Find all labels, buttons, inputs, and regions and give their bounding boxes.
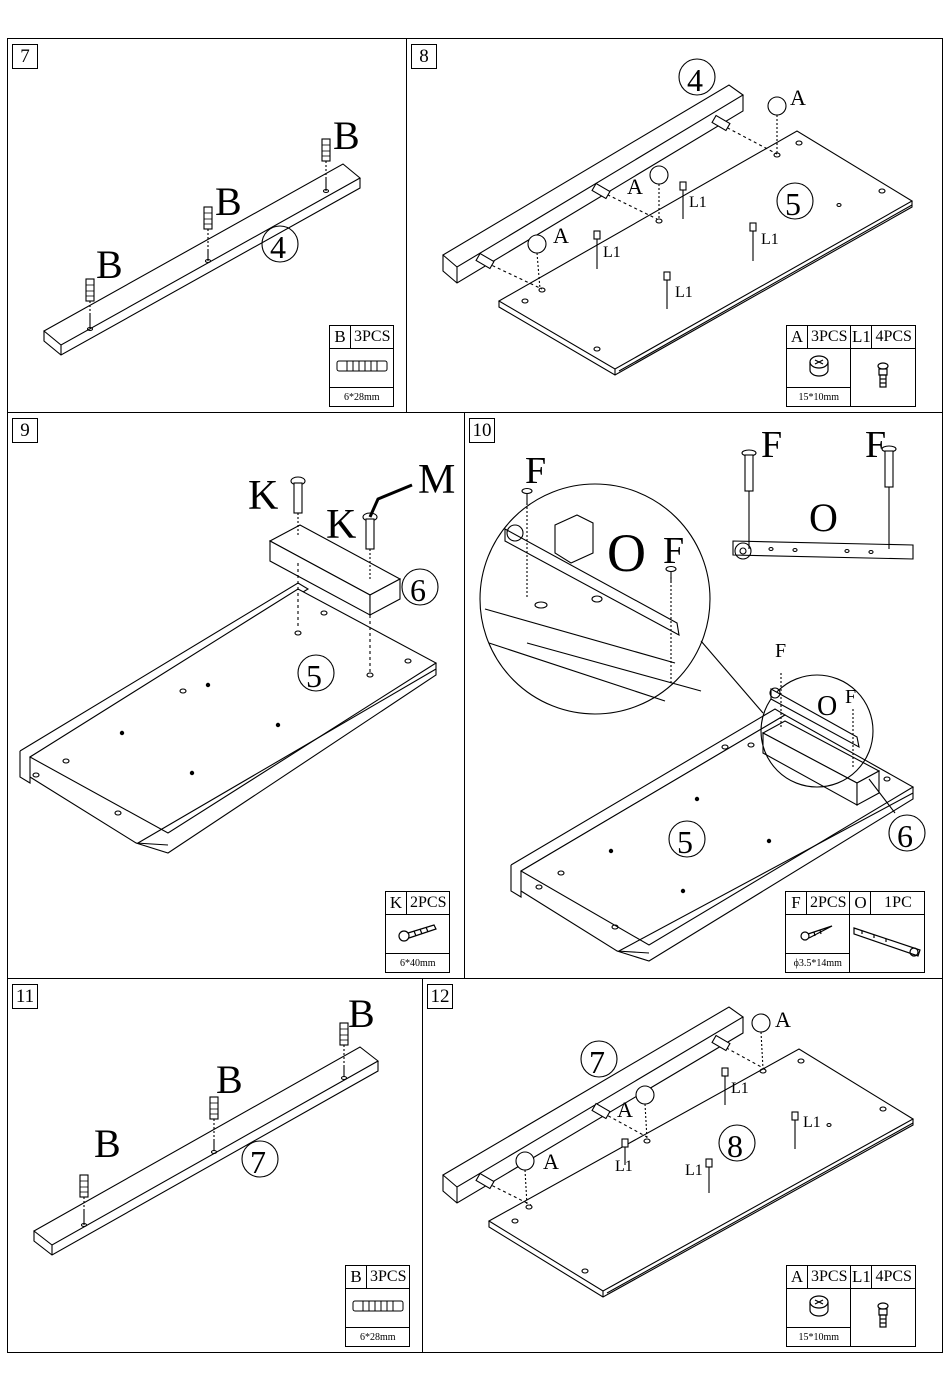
label-screw-f: F [865, 424, 886, 466]
part-qty: 4PCS [872, 326, 915, 349]
label-dowel-b: B [215, 179, 242, 224]
label-part-7: 7 [589, 1044, 605, 1080]
label-dowel-b: B [333, 113, 360, 158]
part-code: B [330, 326, 351, 349]
dowel-icon [346, 1289, 410, 1328]
cam-bolt-icon [851, 349, 915, 407]
step-number: 8 [411, 44, 437, 69]
part-code: A [787, 1266, 808, 1289]
label-bracket-o: O [809, 495, 838, 540]
label-cam-a: A [543, 1149, 559, 1174]
part-code: L1 [851, 1266, 872, 1289]
label-bolt-l1: L1 [731, 1080, 749, 1097]
bolt-icon [386, 915, 450, 954]
label-bolt-l1: L1 [761, 231, 779, 248]
part-size: ϕ3.5*14mm [786, 954, 850, 973]
part-qty: 2PCS [407, 892, 450, 915]
label-bracket-o: O [607, 523, 646, 583]
label-bolt-l1: L1 [689, 194, 707, 211]
step-number: 11 [12, 984, 38, 1009]
step-number: 7 [12, 44, 38, 69]
bracket-icon [850, 915, 925, 973]
parts-table: K 2PCS 6*40mm [385, 891, 450, 973]
label-part-6: 6 [410, 572, 426, 608]
label-bolt-k: K [326, 502, 356, 548]
cam-bolt-icon [851, 1289, 915, 1347]
label-dowel-b: B [348, 991, 375, 1036]
step-number: 9 [12, 418, 38, 443]
part-qty: 4PCS [872, 1266, 915, 1289]
label-screw-f: F [663, 530, 684, 572]
part-code: B [346, 1266, 367, 1289]
label-bolt-l1: L1 [603, 244, 621, 261]
label-part-8: 8 [727, 1128, 743, 1164]
label-part-4: 4 [270, 229, 286, 265]
label-cam-a: A [553, 223, 569, 248]
step-10-panel: F F F F F F O O O 5 6 F 2PCS O 1PC [464, 412, 943, 979]
label-part-5: 5 [677, 824, 693, 860]
step-number: 12 [427, 984, 453, 1009]
part-qty: 3PCS [351, 326, 394, 349]
label-screw-f: F [761, 424, 782, 466]
part-code: F [786, 892, 807, 915]
label-part-7: 7 [250, 1144, 266, 1180]
label-allen-key-m: M [418, 457, 455, 503]
part-size: 6*28mm [346, 1328, 410, 1347]
label-bolt-l1: L1 [615, 1158, 633, 1175]
part-code: L1 [851, 326, 872, 349]
label-part-4: 4 [687, 62, 703, 98]
part-size: 6*28mm [330, 388, 394, 407]
step-12-panel: 7 8 A A A L1 L1 L1 L1 A 3PCS L1 4PCS [422, 978, 943, 1353]
parts-table: A 3PCS L1 4PCS 15*10mm [786, 325, 916, 407]
label-part-5: 5 [306, 658, 322, 694]
label-bracket-o: O [817, 691, 837, 722]
part-size: 15*10mm [787, 388, 851, 407]
part-qty: 3PCS [367, 1266, 410, 1289]
label-bolt-k: K [248, 473, 278, 519]
parts-table: B 3PCS 6*28mm [329, 325, 394, 407]
label-part-5: 5 [785, 186, 801, 222]
cam-lock-icon [787, 349, 851, 388]
cam-lock-icon [787, 1289, 851, 1328]
label-screw-f: F [525, 450, 546, 492]
step-8-panel: 4 5 A A A L1 L1 L1 L1 A 3PCS L1 4PCS [406, 38, 943, 413]
label-screw-f: F [845, 686, 856, 708]
label-cam-a: A [617, 1097, 633, 1122]
label-dowel-b: B [216, 1057, 243, 1102]
part-code: O [850, 892, 871, 915]
parts-table: F 2PCS O 1PC ϕ3.5*14mm [785, 891, 925, 973]
step-number: 10 [469, 418, 495, 443]
part-qty: 2PCS [807, 892, 850, 915]
label-screw-f: F [775, 640, 786, 662]
label-dowel-b: B [94, 1121, 121, 1166]
part-code: K [386, 892, 407, 915]
part-size: 6*40mm [386, 954, 450, 973]
label-cam-a: A [775, 1007, 791, 1032]
part-qty: 3PCS [808, 1266, 851, 1289]
step-11-panel: B B B 7 B 3PCS 6*28mm 11 [7, 978, 423, 1353]
label-bolt-l1: L1 [685, 1162, 703, 1179]
parts-table: A 3PCS L1 4PCS 15*10mm [786, 1265, 916, 1347]
label-dowel-b: B [96, 242, 123, 287]
dowel-icon [330, 349, 394, 388]
part-code: A [787, 326, 808, 349]
part-qty: 1PC [871, 892, 925, 915]
wood-screw-icon [786, 915, 850, 954]
label-cam-a: A [627, 174, 643, 199]
label-bolt-l1: L1 [803, 1114, 821, 1131]
label-bolt-l1: L1 [675, 284, 693, 301]
step-7-panel: B B B 4 B 3PCS 6*28mm 7 [7, 38, 407, 413]
parts-table: B 3PCS 6*28mm [345, 1265, 410, 1347]
label-part-6: 6 [897, 818, 913, 854]
part-size: 15*10mm [787, 1328, 851, 1347]
label-cam-a: A [790, 85, 806, 110]
part-qty: 3PCS [808, 326, 851, 349]
step-9-panel: K K M 6 5 K 2PCS 6*40mm 9 [7, 412, 465, 979]
